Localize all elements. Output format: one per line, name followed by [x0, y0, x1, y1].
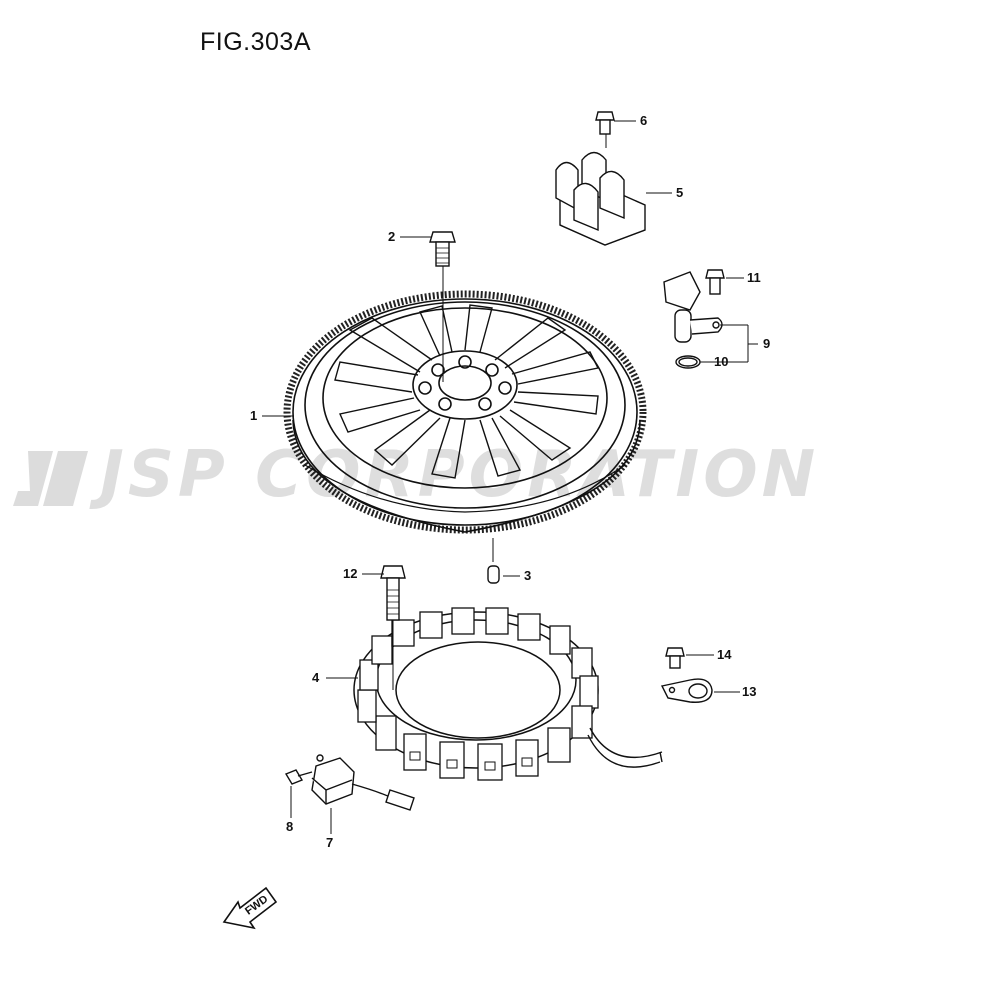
callout-7: 7 — [326, 835, 334, 850]
cable-clamp — [660, 678, 713, 703]
dowel-pin — [487, 538, 500, 584]
sensor-o-ring — [675, 355, 701, 369]
crank-position-sensor — [663, 271, 723, 343]
callout-8: 8 — [286, 819, 294, 834]
callout-12: 12 — [343, 566, 358, 581]
leader-lines — [262, 120, 744, 834]
figure-title: FIG.303A — [200, 28, 311, 56]
pulser-screw — [284, 769, 313, 785]
callout-9: 9 — [763, 336, 771, 351]
callout-5: 5 — [676, 185, 684, 200]
clamp-bolt — [595, 111, 615, 135]
callout-1: 1 — [250, 408, 258, 423]
callout-13: 13 — [742, 684, 757, 699]
callout-6: 6 — [640, 113, 648, 128]
flywheel-bolt — [429, 231, 456, 382]
flywheel-rotor — [283, 290, 647, 534]
sensor-bracket-lines — [700, 324, 758, 363]
clamp-bracket — [555, 128, 646, 246]
callout-11: 11 — [747, 270, 761, 285]
fwd-arrow-icon: FWD — [222, 886, 278, 930]
callout-3: 3 — [524, 568, 532, 583]
stator-bolt — [380, 565, 406, 690]
stator — [353, 607, 663, 781]
callout-4: 4 — [312, 670, 320, 685]
sensor-bolt — [705, 269, 725, 295]
callout-2: 2 — [388, 229, 396, 244]
watermark-text: JSP CORPORATION — [100, 438, 820, 512]
watermark-logo — [13, 451, 88, 506]
callout-14: 14 — [717, 647, 732, 662]
callout-10: 10 — [714, 354, 729, 369]
pulser-coil — [311, 754, 415, 811]
cable-clamp-bolt — [665, 647, 685, 669]
